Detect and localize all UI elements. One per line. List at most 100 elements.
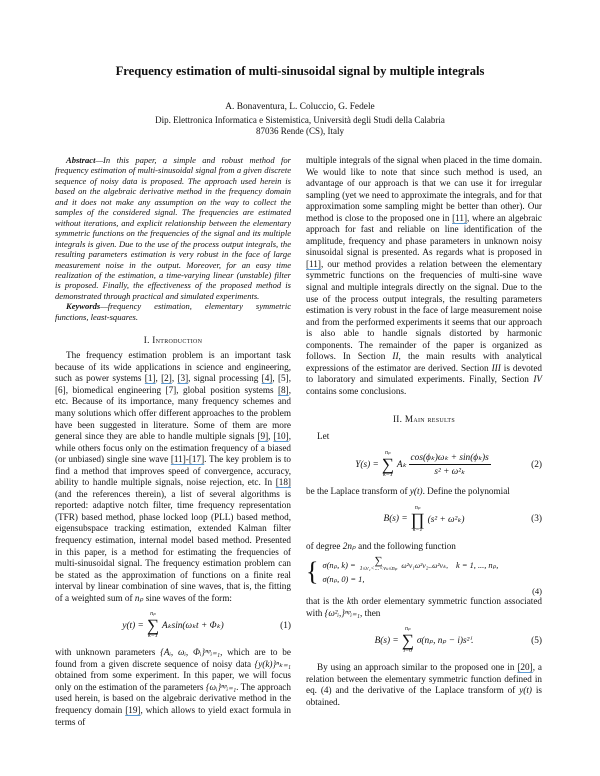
eq2-lhs: Y(s) = xyxy=(355,459,379,470)
sum-lower: k=1 xyxy=(148,633,158,640)
citation-link[interactable]: [3] xyxy=(177,373,189,384)
summation-symbol: ∑1≤ν₁<...<νₖ≤nₚ xyxy=(359,555,398,573)
citation-link[interactable]: [19] xyxy=(125,705,141,716)
citation-link[interactable]: [18] xyxy=(275,477,291,488)
citation-link[interactable]: [8] xyxy=(277,384,289,395)
text-run: Let xyxy=(317,431,330,442)
equation-1: y(t) = nₚ∑k=1 Aₖsin(ωₖt + Φₖ) xyxy=(122,611,223,640)
inline-math: III xyxy=(491,362,501,373)
sum-lower: 1≤ν₁<...<νₖ≤nₚ xyxy=(359,566,398,573)
summation-symbol: nₚ∑k=1 xyxy=(381,450,394,479)
eq4-range: k = 1, ..., nₚ, xyxy=(456,560,499,570)
text-run: , signal processing xyxy=(188,373,262,384)
equation-3-row: B(s) = nₚ∏k=1 (s² + ω²ₖ) (3) xyxy=(306,505,542,534)
intro-paragraph-3: multiple integrals of the signal when pl… xyxy=(306,155,542,397)
section-heading-main-results: II. Main results xyxy=(392,414,456,425)
text-run: . The approach used herein, is based on … xyxy=(55,681,291,716)
inline-math: {y(k)}ⁿₖ₌₁ xyxy=(254,658,291,669)
right-column: multiple integrals of the signal when pl… xyxy=(306,155,542,708)
text-run: multiple integrals of the signal when pl… xyxy=(306,155,542,223)
that-is-text: that is the kth order elementary symmetr… xyxy=(306,596,542,619)
equation-5: B(s) = nₚ∑i=0 σ(nₚ, nₚ − i)s²ⁱ. xyxy=(375,626,474,655)
inline-math: {Aᵢ, ωᵢ, Φᵢ}ⁿᵖᵢ₌₁ xyxy=(160,647,221,658)
eq1-body: Aₖsin(ωₖt + Φₖ) xyxy=(161,621,224,632)
product-symbol: nₚ∏k=1 xyxy=(410,504,425,533)
sum-lower: i=0 xyxy=(403,648,413,655)
text-run: The frequency estimation problem is an i… xyxy=(55,350,291,384)
inline-math: k xyxy=(347,596,352,607)
text-run: be the Laplace transform of xyxy=(306,486,410,497)
text-run: , which allows to yield exact formula in… xyxy=(55,705,291,727)
keywords-label: Keywords xyxy=(66,301,101,312)
intro-paragraph-2: with unknown parameters {Aᵢ, ωᵢ, Φᵢ}ⁿᵖᵢ₌… xyxy=(55,647,291,728)
citation-link[interactable]: [10] xyxy=(273,431,289,442)
equation-3: B(s) = nₚ∏k=1 (s² + ω²ₖ) xyxy=(384,505,465,534)
equation-4-row: { σ(nₚ, k) = ∑1≤ν₁<...<νₖ≤nₚ ω²ν₁ω²ν₂..ω… xyxy=(306,555,542,586)
text-run: contains some conclusions. xyxy=(306,385,407,396)
inline-math: II xyxy=(392,351,399,362)
equation-number-2: (2) xyxy=(531,459,542,470)
prod-upper: nₚ xyxy=(414,504,421,511)
text-run: , the main results with analytical expre… xyxy=(306,351,542,373)
equation-number-1: (1) xyxy=(280,620,291,631)
eq5-body: σ(nₚ, nₚ − i)s²ⁱ. xyxy=(416,636,474,647)
eq3-body: (s² + ω²ₖ) xyxy=(427,514,465,525)
text-run: sine waves of the form: xyxy=(143,592,232,603)
text-run: of degree xyxy=(306,540,343,551)
inline-math: y(t) xyxy=(409,486,423,497)
keywords: Keywords—frequency estimation, elementar… xyxy=(55,301,291,322)
citation-link[interactable]: [11]-[17] xyxy=(170,454,205,465)
text-run: obtained from some experiment. In this p… xyxy=(55,670,291,692)
prod-lower: k=1 xyxy=(412,526,423,533)
inline-math: 2nₚ xyxy=(342,540,356,551)
text-run: th order elementary symmetric function a… xyxy=(306,596,542,618)
sum-lower: k=1 xyxy=(382,472,393,479)
inline-math: IV xyxy=(533,374,542,385)
equation-number-4: (4) xyxy=(532,586,542,597)
text-run: By using an approach similar to the prop… xyxy=(317,662,518,673)
degree-text: of degree 2nₚ and the following function xyxy=(306,541,542,553)
inline-math: {ωᵢ}ⁿᵖᵢ₌₁ xyxy=(205,681,237,692)
text-run: is devoted to laboratory and simulated e… xyxy=(306,362,542,385)
affiliation: Dip. Elettronica Informatica e Sistemist… xyxy=(155,114,445,125)
paper-title: Frequency estimation of multi-sinusoidal… xyxy=(115,64,485,78)
text-run: , a relation between the elementary symm… xyxy=(306,662,543,696)
equation-4: { σ(nₚ, k) = ∑1≤ν₁<...<νₖ≤nₚ ω²ν₁ω²ν₂..ω… xyxy=(306,555,499,586)
text-run: , etc. Because of its importance, many f… xyxy=(55,384,291,442)
citation-link[interactable]: [11] xyxy=(306,258,321,269)
abstract-text: —In this paper, a simple and robust meth… xyxy=(55,155,291,301)
inline-math: y(t) xyxy=(519,685,532,696)
citation-link[interactable]: [9] xyxy=(257,431,269,442)
text-run: , our method provides a relation between… xyxy=(306,258,542,362)
text-run: , [5], [6], biomedical engineering [7], … xyxy=(55,373,291,395)
left-column: Abstract—In this paper, a simple and rob… xyxy=(55,155,291,728)
text-run: . The key problem is to find a method th… xyxy=(55,454,292,488)
text-run: is obtained. xyxy=(306,685,542,707)
citation-link[interactable]: [20] xyxy=(517,662,533,673)
citation-link[interactable]: [1] xyxy=(144,373,156,384)
keywords-text: —frequency estimation, elementary symmet… xyxy=(55,301,291,322)
text-run: , while others focus only on the estimat… xyxy=(55,431,291,465)
eq4-lhs: σ(nₚ, k) = xyxy=(322,560,356,570)
text-run: that is the xyxy=(306,596,347,607)
citation-link[interactable]: [4] xyxy=(261,373,273,384)
eq1-lhs: y(t) = xyxy=(122,620,144,631)
let-text: Let xyxy=(306,431,542,443)
intro-paragraph-1: The frequency estimation problem is an i… xyxy=(55,350,291,604)
section-heading-introduction: I. Introduction xyxy=(143,335,203,346)
denominator: s² + ω²ₖ xyxy=(434,467,465,478)
eq4-line1: σ(nₚ, k) = ∑1≤ν₁<...<νₖ≤nₚ ω²ν₁ω²ν₂..ω²ν… xyxy=(322,555,499,573)
equation-5-row: B(s) = nₚ∑i=0 σ(nₚ, nₚ − i)s²ⁱ. (5) xyxy=(306,626,542,655)
abstract-label: Abstract xyxy=(66,155,96,165)
text-run: , then xyxy=(359,607,381,618)
text-run: , xyxy=(171,373,178,384)
sum-upper: nₚ xyxy=(385,450,391,457)
authors: A. Bonaventura, L. Coluccio, G. Fedele xyxy=(225,102,375,112)
inline-math: nₚ xyxy=(134,592,144,603)
text-run: , where an algebraic approach for fast a… xyxy=(306,212,542,258)
text-run: (and the references therein), a list of … xyxy=(55,488,291,603)
citation-link[interactable]: [2] xyxy=(161,373,172,384)
laplace-text: be the Laplace transform of y(t). Define… xyxy=(306,486,542,498)
citation-link[interactable]: [11] xyxy=(452,212,468,223)
